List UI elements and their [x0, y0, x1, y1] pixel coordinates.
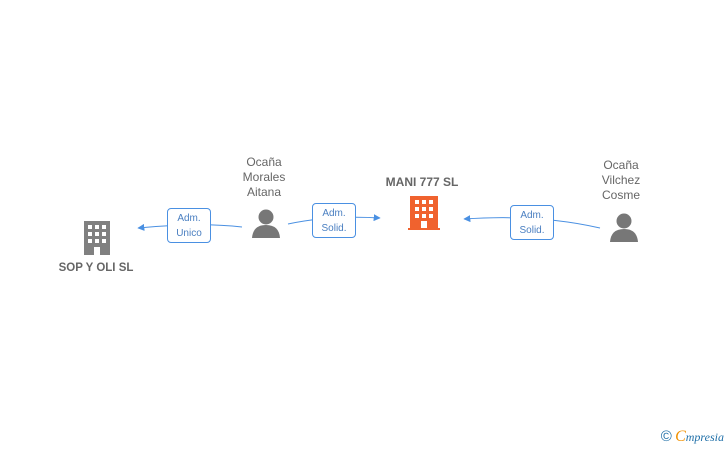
relation-box[interactable]: Adm. Solid.	[510, 205, 554, 240]
brand-logo: © Cmpresia	[661, 428, 724, 448]
person-name-line: Aitana	[246, 185, 282, 199]
brand-initial: C	[675, 428, 686, 445]
person-name-line: Cosme	[601, 188, 640, 202]
relation-label: Adm.	[322, 208, 346, 219]
relation-label: Unico	[176, 228, 202, 239]
brand-name: mpresia	[685, 430, 724, 444]
relation-label: Solid.	[321, 223, 347, 234]
relation-label: Adm.	[520, 210, 544, 221]
copyright-icon: ©	[660, 428, 672, 445]
person-name-line: Ocaña	[603, 158, 639, 172]
company-label-sop[interactable]: SOP Y OLI SL	[58, 262, 134, 274]
relation-label: Adm.	[177, 213, 201, 224]
relation-label: Solid.	[519, 225, 545, 236]
person-icon[interactable]	[252, 209, 280, 239]
person-icon[interactable]	[610, 213, 638, 243]
person-label-cosme[interactable]: Ocaña Vilchez Cosme	[581, 158, 661, 203]
relation-box[interactable]: Adm. Solid.	[312, 203, 356, 238]
building-icon[interactable]	[84, 221, 110, 255]
person-name-line: Morales	[242, 170, 286, 184]
person-label-aitana[interactable]: Ocaña Morales Aitana	[224, 155, 304, 200]
person-name-line: Ocaña	[246, 155, 282, 169]
relation-box[interactable]: Adm. Unico	[167, 208, 211, 243]
person-name-line: Vilchez	[601, 173, 641, 187]
focus-building-icon[interactable]	[408, 196, 440, 230]
company-label-mani[interactable]: MANI 777 SL	[385, 175, 459, 189]
